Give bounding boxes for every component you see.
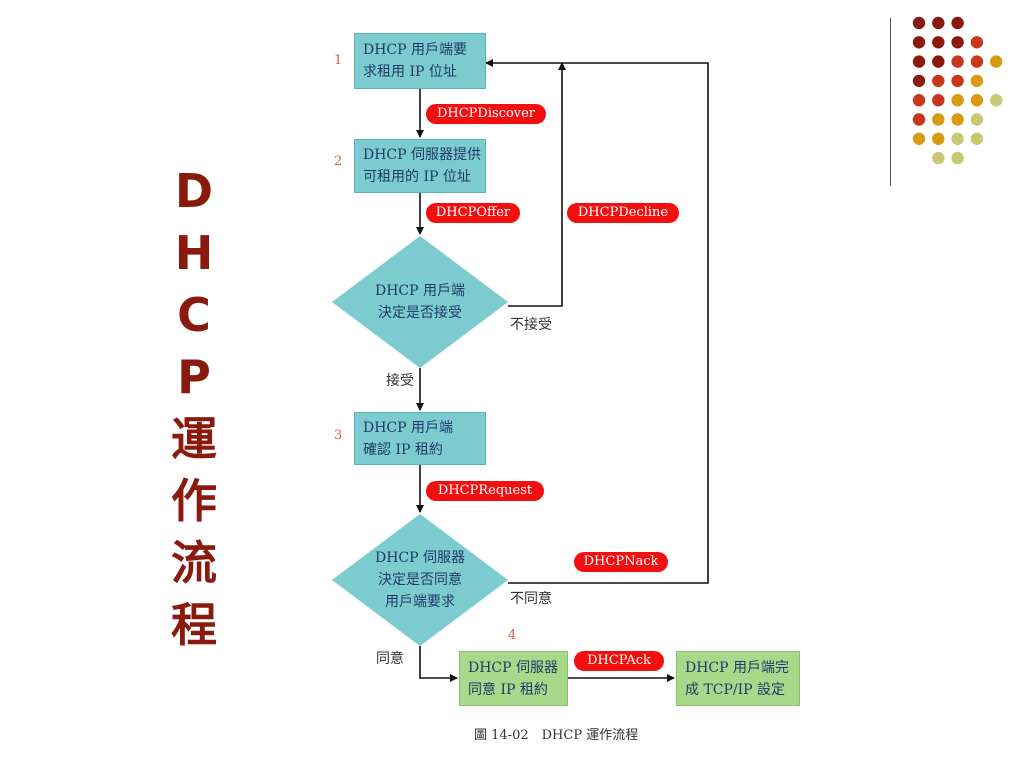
- title-char: P: [177, 350, 211, 404]
- decorative-dot-grid: [912, 16, 1003, 165]
- node-text: DHCP 伺服器: [374, 550, 465, 566]
- arrow-nack-loop: [485, 59, 709, 584]
- node-final: DHCP 用戶端完 成 TCP/IP 設定: [676, 651, 800, 706]
- decorative-dot: [912, 113, 926, 126]
- decorative-dot: [912, 94, 926, 107]
- decorative-dot: [951, 16, 964, 30]
- decorative-dot: [951, 132, 964, 145]
- decorative-dot: [932, 113, 945, 126]
- message-dhcprequest: DHCPRequest: [426, 481, 544, 501]
- slide-title: D H C P 運 作 流 程: [166, 160, 222, 656]
- edge-label-accept: 接受: [386, 373, 414, 389]
- node-text: DHCP 伺服器提供: [363, 147, 482, 163]
- decorative-dot: [970, 94, 984, 107]
- decorative-dot: [912, 55, 926, 68]
- figure-caption: 圖 14-02 DHCP 運作流程: [474, 728, 639, 743]
- decorative-dot: [932, 36, 945, 49]
- node-text: 求租用 IP 位址: [363, 64, 457, 80]
- node-step4: DHCP 伺服器 同意 IP 租約: [459, 651, 568, 706]
- decorative-dot: [970, 55, 984, 68]
- decorative-dot: [951, 74, 964, 88]
- decorative-dot: [970, 132, 984, 145]
- arrow-decision2-step4: [419, 646, 458, 682]
- node-text: 決定是否同意: [378, 572, 462, 588]
- node-text: DHCP 用戶端: [374, 283, 465, 299]
- decorative-dot: [951, 55, 964, 68]
- decision1-label: DHCP 用戶端 決定是否接受: [350, 280, 490, 324]
- title-char: C: [177, 288, 211, 342]
- title-char: 運: [171, 412, 217, 466]
- decorative-dot: [970, 74, 984, 88]
- step-number: 2: [334, 154, 343, 169]
- edge-label-not-accept: 不接受: [510, 317, 552, 333]
- title-char: 流: [171, 536, 217, 590]
- edge-label-agree: 同意: [376, 651, 404, 667]
- title-char: 程: [171, 598, 217, 652]
- node-text: 可租用的 IP 位址: [363, 169, 471, 185]
- step-number: 4: [508, 628, 517, 643]
- decorative-dot: [932, 16, 945, 30]
- decorative-dot: [932, 55, 945, 68]
- step-number: 1: [334, 53, 343, 68]
- decorative-dot: [970, 36, 984, 49]
- node-text: DHCP 用戶端完: [685, 659, 790, 676]
- message-dhcpoffer: DHCPOffer: [426, 203, 520, 223]
- node-step1: DHCP 用戶端要 求租用 IP 位址: [354, 33, 486, 89]
- node-step3: DHCP 用戶端 確認 IP 租約: [354, 412, 486, 465]
- node-text: DHCP 用戶端要: [363, 42, 468, 58]
- decorative-dot: [912, 16, 926, 30]
- decision1-shape: [332, 236, 508, 368]
- message-dhcpdecline: DHCPDecline: [567, 203, 679, 223]
- title-char: D: [174, 164, 214, 218]
- node-text: DHCP 伺服器: [468, 659, 559, 676]
- decorative-dot: [932, 151, 945, 165]
- node-text: 同意 IP 租約: [468, 681, 548, 698]
- node-step2: DHCP 伺服器提供 可租用的 IP 位址: [354, 139, 486, 193]
- decorative-dot: [912, 36, 926, 49]
- decorative-dot: [912, 74, 926, 88]
- arrow-decline-loop: [508, 62, 566, 307]
- decorative-separator-line: [890, 18, 891, 186]
- decorative-dot: [990, 55, 1003, 68]
- decorative-dot: [951, 94, 964, 107]
- edge-label-not-agree: 不同意: [510, 591, 552, 607]
- decorative-dot: [912, 132, 926, 145]
- decorative-dot: [932, 94, 945, 107]
- node-text: 確認 IP 租約: [363, 441, 443, 458]
- title-char: H: [174, 226, 214, 280]
- decorative-dot: [990, 94, 1003, 107]
- message-dhcpnack: DHCPNack: [574, 552, 668, 572]
- node-text: DHCP 用戶端: [363, 419, 454, 436]
- node-text: 用戶端要求: [385, 594, 455, 610]
- node-text: 成 TCP/IP 設定: [685, 681, 786, 698]
- decorative-dot: [932, 132, 945, 145]
- decorative-dot: [951, 36, 964, 49]
- decorative-dot: [951, 151, 964, 165]
- message-dhcpack: DHCPAck: [574, 651, 664, 671]
- title-char: 作: [171, 474, 217, 528]
- message-dhcpdiscover: DHCPDiscover: [426, 104, 546, 124]
- node-text: 決定是否接受: [378, 305, 462, 321]
- decorative-dot: [970, 113, 984, 126]
- decision2-shape: [332, 514, 508, 646]
- decorative-dot: [932, 74, 945, 88]
- step-number: 3: [334, 428, 343, 443]
- decision2-label: DHCP 伺服器 決定是否同意 用戶端要求: [350, 547, 490, 613]
- decorative-dot: [951, 113, 964, 126]
